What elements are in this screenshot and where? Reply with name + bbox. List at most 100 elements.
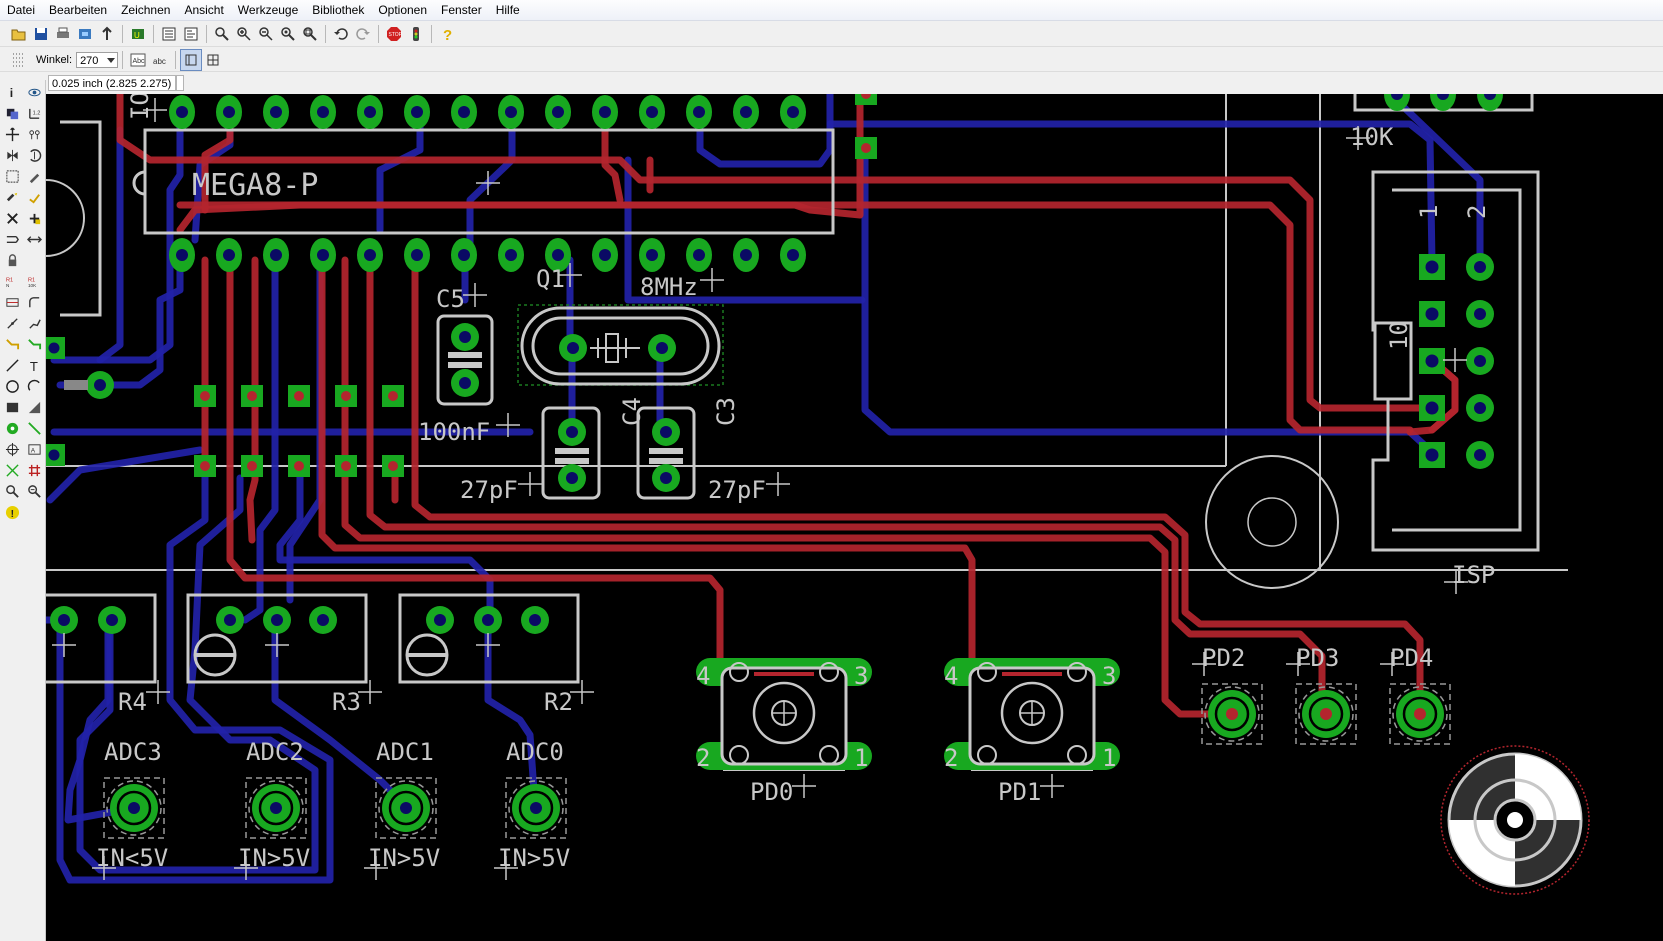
cam-icon[interactable] — [74, 23, 96, 45]
paste-icon[interactable] — [1, 187, 23, 208]
optimize-icon[interactable] — [1, 292, 23, 313]
errors-icon[interactable] — [23, 460, 45, 481]
circle-icon[interactable] — [23, 334, 45, 355]
zoom-out-icon[interactable] — [255, 23, 277, 45]
signal-icon[interactable] — [1, 397, 23, 418]
menu-optionen[interactable]: Optionen — [378, 3, 428, 17]
ratsnest-icon[interactable] — [23, 418, 45, 439]
auto-icon[interactable] — [1, 439, 23, 460]
menu-werkzeuge[interactable]: Werkzeuge — [237, 3, 299, 17]
command-icon-38[interactable] — [1, 481, 23, 502]
ulp-icon[interactable]: U — [127, 23, 149, 45]
open-icon[interactable] — [8, 23, 30, 45]
toolbar-separator — [378, 24, 379, 43]
mounting-hole — [1247, 497, 1297, 547]
mirror-icon[interactable] — [1, 145, 23, 166]
via — [855, 94, 877, 105]
angle-select[interactable]: 270 — [76, 51, 119, 68]
pad-drill — [1320, 708, 1332, 720]
pad-drill — [364, 249, 376, 261]
c4-name: C4 — [618, 397, 646, 426]
via-drill — [247, 461, 257, 471]
help-icon[interactable]: ? — [436, 23, 458, 45]
text-ratio-icon[interactable]: Abc — [127, 49, 149, 71]
menu-ansicht[interactable]: Ansicht — [184, 3, 224, 17]
show-icon[interactable] — [23, 82, 45, 103]
pad-ring — [1402, 696, 1438, 732]
ripup-icon[interactable] — [1, 313, 23, 334]
label-pd4: PD4 — [1390, 644, 1433, 672]
schematic-icon[interactable] — [180, 23, 202, 45]
menu-fenster[interactable]: Fenster — [441, 3, 482, 17]
value-icon[interactable] — [1, 250, 23, 271]
zoom-redraw-icon[interactable] — [277, 23, 299, 45]
button-pd1-pin1: 1 — [1102, 744, 1116, 772]
smash-icon[interactable] — [23, 250, 45, 271]
move-icon[interactable] — [1, 124, 23, 145]
pad-drill — [271, 614, 283, 626]
add-icon[interactable] — [1, 208, 23, 229]
drc-icon[interactable] — [1, 460, 23, 481]
menu-datei[interactable]: Datei — [7, 3, 36, 17]
layer-top-icon[interactable] — [180, 48, 203, 71]
grid-icon[interactable] — [8, 49, 30, 71]
board-icon[interactable] — [158, 23, 180, 45]
change-icon[interactable] — [23, 166, 45, 187]
svg-text:abc: abc — [153, 57, 166, 66]
go-icon[interactable] — [405, 23, 427, 45]
delete-icon[interactable] — [23, 187, 45, 208]
svg-text:T: T — [29, 359, 37, 373]
label-adc1: ADC1 — [376, 738, 434, 766]
text-icon[interactable] — [1, 334, 23, 355]
command-icon-40[interactable]: ! — [1, 502, 23, 523]
name-icon[interactable] — [23, 229, 45, 250]
menu-bearbeiten[interactable]: Bearbeiten — [49, 3, 108, 17]
replace-icon[interactable] — [23, 208, 45, 229]
pd-keepout — [1295, 683, 1357, 745]
info-icon[interactable]: i — [1, 82, 23, 103]
rotate-icon[interactable] — [23, 145, 45, 166]
zoom-fit-icon[interactable] — [211, 23, 233, 45]
undo-icon[interactable] — [330, 23, 352, 45]
save-icon[interactable] — [30, 23, 52, 45]
menu-bibliothek[interactable]: Bibliothek — [312, 3, 365, 17]
zoom-select-icon[interactable] — [299, 23, 321, 45]
bottom-trace — [56, 256, 184, 389]
top-trace — [246, 256, 259, 544]
adc-keepout — [505, 777, 567, 839]
zoom-in-icon[interactable] — [233, 23, 255, 45]
display-icon[interactable] — [1, 103, 23, 124]
layer-bottom-icon[interactable] — [202, 49, 224, 71]
svg-text:R1: R1 — [27, 278, 34, 284]
hole-icon[interactable] — [23, 397, 45, 418]
attribute-icon[interactable] — [1, 418, 23, 439]
via-icon[interactable] — [23, 376, 45, 397]
isp-pin10-label: 10 — [1385, 321, 1413, 350]
lock-icon[interactable] — [1, 229, 23, 250]
menu-hilfe[interactable]: Hilfe — [495, 3, 520, 17]
menu-zeichnen[interactable]: Zeichnen — [121, 3, 171, 17]
polygon-icon[interactable] — [1, 376, 23, 397]
command-icon-39[interactable] — [23, 481, 45, 502]
command-line[interactable] — [176, 75, 184, 91]
top-trace — [226, 256, 724, 674]
stop-icon[interactable]: STOP — [383, 23, 405, 45]
mark-icon[interactable]: 1.2 — [23, 103, 45, 124]
print-icon[interactable] — [52, 23, 74, 45]
script-icon[interactable] — [96, 23, 118, 45]
copy-icon[interactable] — [23, 124, 45, 145]
arc-icon[interactable] — [1, 355, 23, 376]
wire-icon[interactable] — [23, 313, 45, 334]
erc-icon[interactable]: A — [23, 439, 45, 460]
mount-keepout — [1440, 745, 1590, 895]
rect-icon[interactable]: T — [23, 355, 45, 376]
redo-icon[interactable] — [352, 23, 374, 45]
text-size-icon[interactable]: abc — [149, 49, 171, 71]
pad-drill — [223, 249, 235, 261]
route-icon[interactable] — [23, 292, 45, 313]
group-icon[interactable] — [1, 166, 23, 187]
